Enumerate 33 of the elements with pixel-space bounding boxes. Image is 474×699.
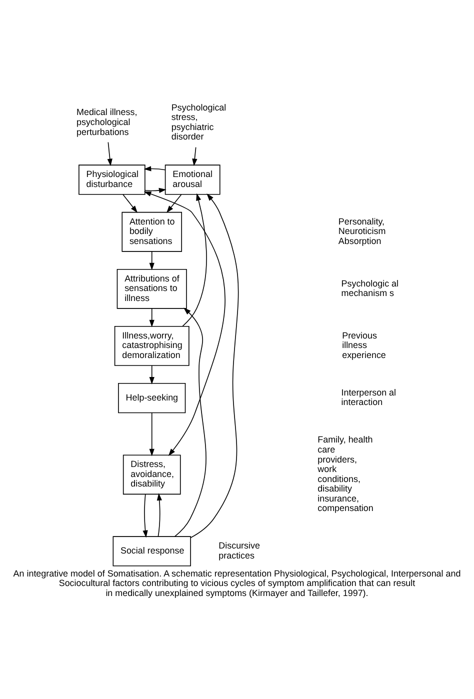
caption: An integrative model of Somatisation. A schematic representation Physiological, Psychological, Interpersonal and Sociocultural factors contributing to vicious cycles of symptom amplification that can result in medically unexplained symptoms (Kirmayer and Taillefer, 1997). bbox=[13, 568, 461, 598]
label: Interperson al interaction bbox=[341, 386, 396, 407]
arrow bbox=[182, 192, 207, 326]
arrow bbox=[190, 193, 239, 538]
node-box: Help-seeking bbox=[118, 382, 186, 413]
label: Personality, Neuroticism Absorption bbox=[338, 216, 386, 246]
arrow bbox=[149, 412, 154, 456]
arrow bbox=[156, 492, 162, 536]
arrow bbox=[144, 190, 226, 456]
arrow bbox=[142, 493, 148, 538]
arrow bbox=[144, 166, 166, 171]
node-box: Attributions of sensations to illness bbox=[116, 268, 187, 308]
arrow bbox=[192, 146, 198, 166]
arrow bbox=[166, 194, 182, 212]
label: Previous illness experience bbox=[342, 330, 386, 360]
node-box: Emotional arousal bbox=[164, 164, 220, 194]
label: Family, health care providers, work conditions, disability insurance, compensation bbox=[318, 434, 374, 513]
arrow bbox=[149, 364, 154, 384]
arrow bbox=[122, 194, 138, 212]
arrow bbox=[149, 250, 154, 270]
node-text: Medical illness, psychological perturbations bbox=[76, 106, 138, 136]
node-box: Distress, avoidance, disability bbox=[122, 454, 181, 494]
arrow bbox=[107, 141, 112, 166]
node-text: Psychological stress, psychiatric disorder bbox=[171, 102, 226, 142]
label: Discursive practices bbox=[218, 540, 260, 560]
arrow bbox=[149, 308, 154, 327]
node-box: Social response bbox=[112, 536, 191, 566]
label: Psychologic al mechanism s bbox=[341, 278, 399, 298]
node-box: Physiological disturbance bbox=[78, 164, 146, 194]
node-box: Attention to bodily sensations bbox=[122, 211, 182, 252]
node-box: Illness,worry, catastrophising demoralization bbox=[114, 325, 190, 366]
arrow bbox=[144, 187, 166, 192]
arrow bbox=[174, 307, 206, 536]
